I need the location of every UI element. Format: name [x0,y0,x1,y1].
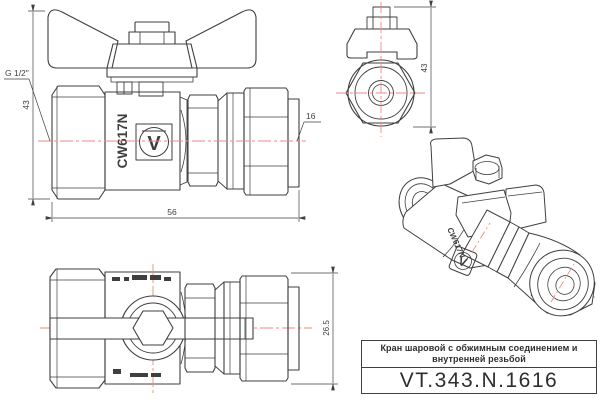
stem-end [366,6,398,30]
embossed-marks [112,275,171,377]
dimension-front-length: 56 [45,190,306,222]
svg-text:26.5: 26.5 [322,320,331,336]
svg-text:43: 43 [21,100,31,110]
iso-left-wing [430,137,476,188]
svg-text:G 1/2": G 1/2" [5,68,29,78]
female-thread-end [51,85,106,200]
svg-text:56: 56 [167,207,177,217]
product-name-line2: внутренней резьбой [432,354,526,364]
iso-compression-fitting [461,209,596,317]
svg-text:16: 16 [306,111,316,121]
butterfly-handle [47,9,257,83]
iso-face-centerline [550,263,575,303]
handle-end [346,28,418,60]
iso-cross-centerline [471,222,491,253]
product-name-line1: Кран шаровой с обжимным соединением и [380,343,578,353]
product-name: Кран шаровой с обжимным соединением и вн… [362,341,596,368]
stem-hex-nut [132,310,174,346]
top-view [40,264,312,393]
pipe-size-label: 16 [296,111,321,142]
svg-text:V: V [147,133,161,155]
dimension-side-height: 43 [394,0,436,134]
valtec-logo-icon: V [135,123,173,161]
thread-size-label: G 1/2" [4,68,51,142]
dimension-top-width: 26.5 [291,266,338,391]
compression-fitting [187,87,300,196]
article-number: VT.343.N.1616 [399,368,559,392]
compression-fitting-top [184,275,300,382]
valve-stem [116,81,164,97]
title-block: Кран шаровой с обжимным соединением и вн… [361,340,597,394]
dimension-front-height: 43 [21,4,50,206]
isometric-view: CW617N V [398,137,597,317]
svg-text:43: 43 [420,63,429,72]
front-view: CW617N V [38,9,306,200]
iso-right-wing [504,184,547,231]
iso-hex-nut [472,154,503,185]
end-view [336,2,425,137]
